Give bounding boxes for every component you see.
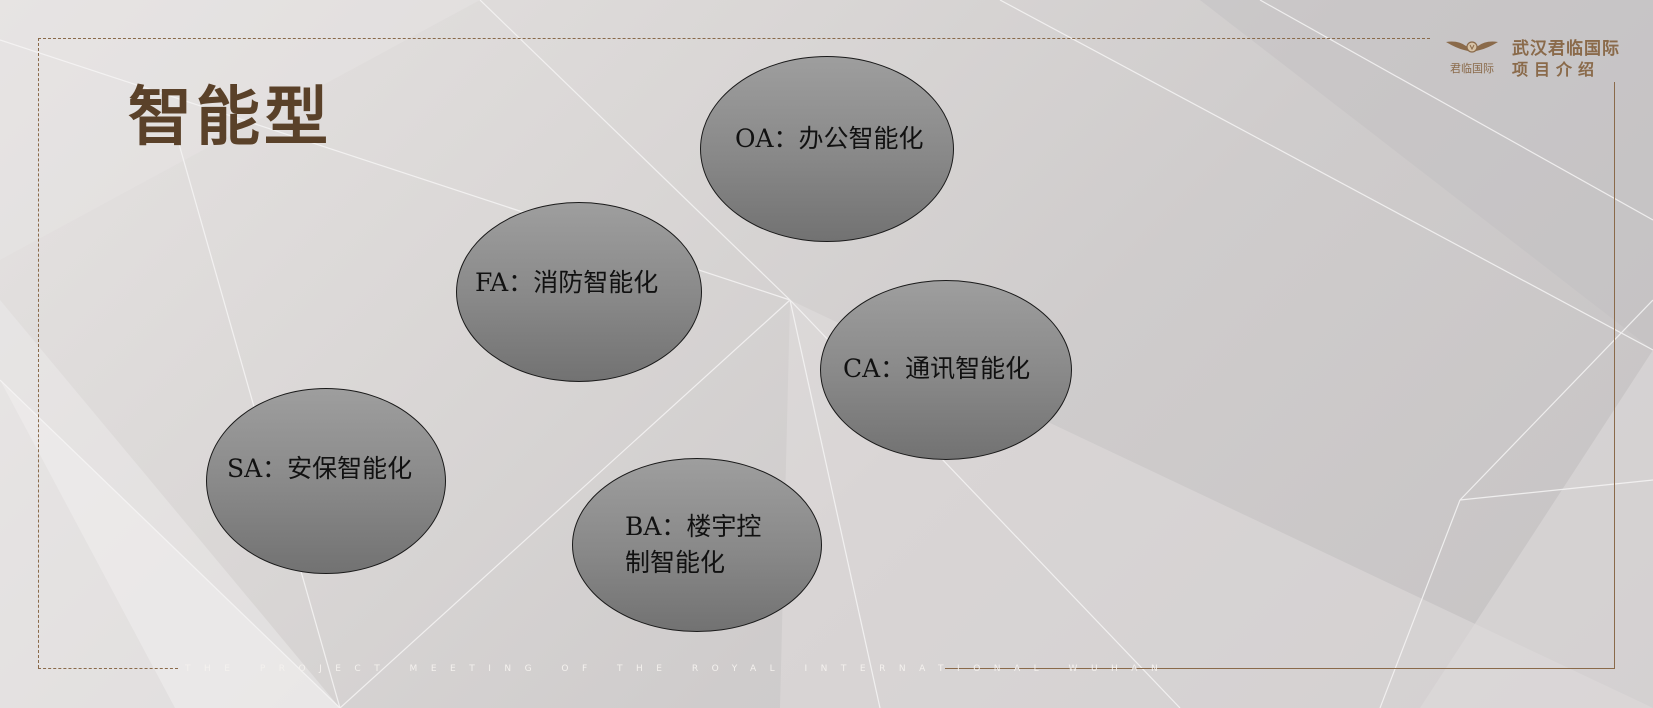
frame-right-border [1614,82,1615,669]
bubble-sa-label: SA：安保智能化 [227,454,413,483]
frame-bottom-dashed-border [38,668,178,669]
footer-tagline: THE PROJECT MEETING OF THE ROYAL INTERNA… [185,664,1172,674]
bubble-ba: BA：楼宇控制智能化 [572,458,822,632]
bubble-ba-label: BA：楼宇控制智能化 [625,512,762,577]
frame-bottom-solid-border [945,668,1615,669]
logo-emblem-text: 君临国际 [1450,62,1494,75]
bubble-oa-label: OA：办公智能化 [735,124,924,153]
bubble-fa-label: FA：消防智能化 [475,268,659,297]
logo-name: 武汉君临国际 [1512,39,1620,59]
page-title: 智能型 [128,80,332,155]
bubble-sa: SA：安保智能化 [206,388,446,574]
bubble-ca: CA：通讯智能化 [820,280,1072,460]
logo-subtitle: 项目介绍 [1512,60,1601,79]
brand-logo: 君临国际 武汉君临国际 项目介绍 [1440,32,1630,82]
bubble-ca-label: CA：通讯智能化 [843,354,1031,383]
frame-left-border [38,38,39,668]
bubble-oa: OA：办公智能化 [700,56,954,242]
winged-crest-icon [1446,41,1498,53]
frame-top-border [38,38,1430,39]
bubble-fa: FA：消防智能化 [456,202,702,382]
